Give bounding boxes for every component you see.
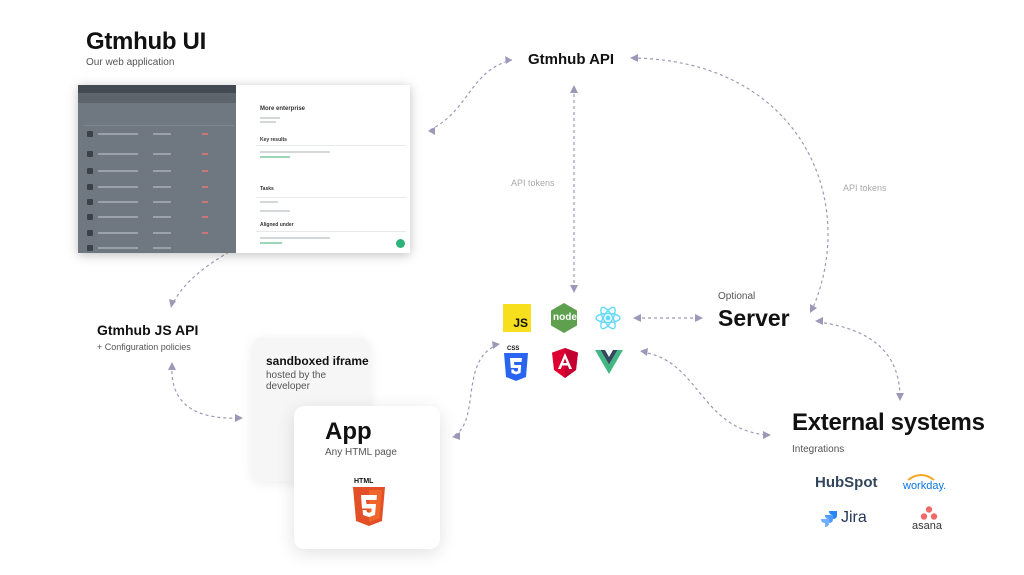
vue-icon [595, 350, 623, 379]
row-text [153, 170, 171, 172]
node-logo-text: node [553, 312, 577, 323]
js-api-title: Gtmhub JS API [97, 322, 199, 338]
chat-bubble-icon [396, 239, 405, 248]
arrow-jsapi-iframe [171, 364, 241, 419]
row-text [153, 153, 171, 155]
row-text [98, 232, 138, 234]
row-status [202, 153, 208, 155]
row-text [98, 201, 138, 203]
panel-divider [256, 197, 406, 198]
row-text [98, 216, 138, 218]
panel-line [260, 151, 330, 153]
external-systems-subtitle: Integrations [792, 444, 845, 455]
row-status [202, 186, 208, 188]
external-systems-title: External systems [792, 409, 985, 436]
panel-line [260, 121, 276, 123]
app-card: App Any HTML page HTML [294, 406, 440, 549]
row-text [153, 247, 171, 249]
panel-key-results: Key results [260, 137, 287, 143]
arrow-ui-api [429, 59, 513, 131]
javascript-icon: JS [503, 304, 531, 332]
row-text [98, 247, 138, 249]
server-optional-label: Optional [718, 291, 756, 302]
hubspot-logo: HubSpot [815, 474, 878, 491]
nodejs-icon: node [548, 302, 580, 334]
gtmhub-api-title: Gtmhub API [528, 51, 615, 68]
screenshot-subbar [78, 93, 236, 103]
row-text [98, 133, 138, 135]
panel-divider [256, 145, 406, 146]
row-text [98, 170, 138, 172]
row-status [202, 170, 208, 172]
panel-divider [256, 231, 406, 232]
angular-icon [551, 348, 579, 383]
row-text [153, 232, 171, 234]
row-status [202, 133, 208, 135]
iframe-subtitle: hosted by the developer [266, 370, 327, 392]
html5-badge-label: HTML [354, 478, 374, 485]
panel-line [260, 210, 290, 212]
workday-logo: workday. [903, 480, 947, 492]
panel-line [260, 117, 280, 119]
workday-arc-icon [907, 474, 935, 481]
row-icon [87, 184, 93, 190]
css3-icon: CSS [503, 346, 529, 381]
row-status [202, 201, 208, 203]
server-title: Server [718, 305, 790, 331]
panel-line [260, 237, 330, 239]
jira-logo: Jira [841, 509, 867, 526]
arrow-logos-external [641, 351, 769, 436]
row-text [153, 133, 171, 135]
asana-logo: asana [912, 520, 942, 532]
gtmhub-ui-screenshot: More enterprise Key results Tasks Aligne… [78, 85, 410, 253]
html5-icon: HTML [351, 478, 387, 526]
screenshot-detail-panel: More enterprise Key results Tasks Aligne… [236, 85, 410, 253]
jira-icon [820, 510, 838, 533]
row-icon [87, 131, 93, 137]
row-icon [87, 151, 93, 157]
gtmhub-ui-title: Gtmhub UI [86, 28, 206, 55]
panel-aligned-under: Aligned under [260, 222, 294, 228]
app-subtitle: Any HTML page [325, 447, 397, 458]
row-text [153, 201, 171, 203]
row-text [98, 153, 138, 155]
api-tokens-label-left: API tokens [511, 178, 555, 188]
panel-line [260, 156, 290, 158]
screenshot-topbar [78, 85, 236, 93]
css-logo-text: CSS [507, 346, 520, 352]
js-logo-text: JS [513, 316, 528, 330]
row-icon [87, 168, 93, 174]
row-icon [87, 214, 93, 220]
row-status [202, 232, 208, 234]
screenshot-row-divider [84, 125, 234, 126]
arrow-ui-jsapi [171, 184, 313, 306]
row-icon [87, 245, 93, 251]
row-icon [87, 230, 93, 236]
arrow-server-external [817, 321, 901, 399]
api-tokens-label-right: API tokens [843, 183, 887, 193]
panel-title: More enterprise [260, 106, 306, 112]
arrow-api-server [631, 57, 829, 311]
asana-icon [920, 506, 938, 525]
row-icon [87, 199, 93, 205]
app-title: App [325, 418, 372, 445]
panel-tasks: Tasks [260, 186, 274, 192]
gtmhub-ui-subtitle: Our web application [86, 57, 175, 68]
js-api-subtitle: + Configuration policies [97, 342, 191, 352]
row-text [98, 186, 138, 188]
panel-line [260, 201, 278, 203]
row-text [153, 216, 171, 218]
iframe-title: sandboxed iframe [266, 354, 369, 368]
react-icon [594, 304, 622, 337]
row-status [202, 216, 208, 218]
row-text [153, 186, 171, 188]
arrow-app-logos [454, 344, 498, 436]
panel-line [260, 242, 282, 244]
